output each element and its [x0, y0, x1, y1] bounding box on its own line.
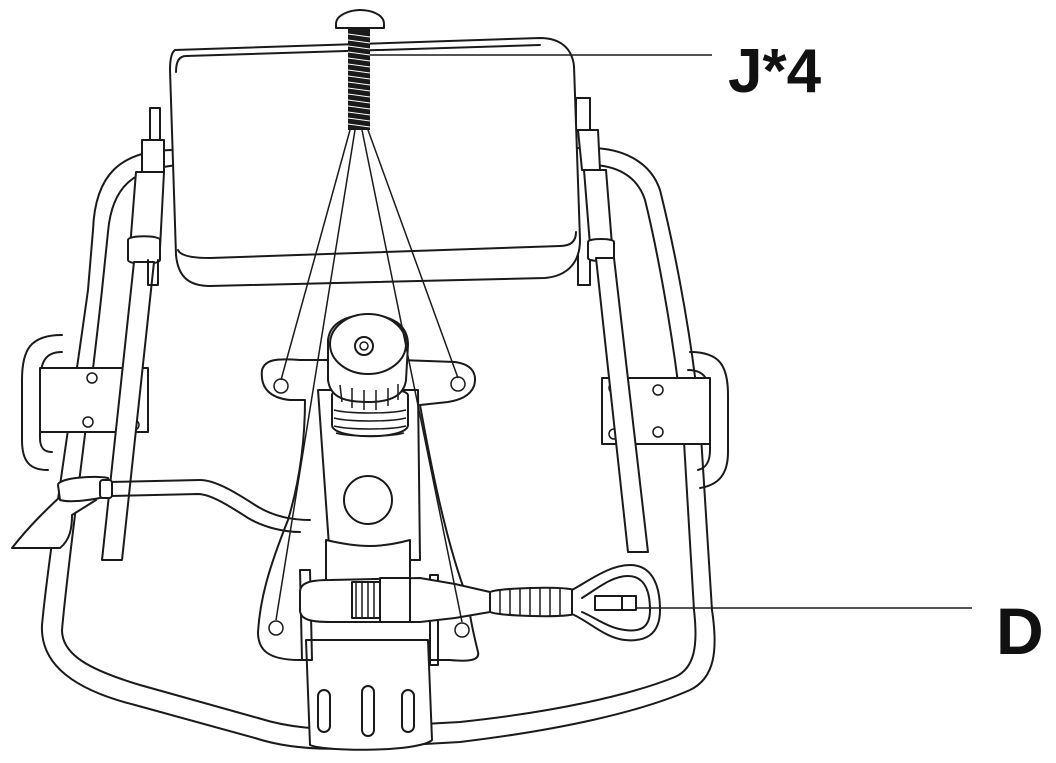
callout-label-d: D — [996, 594, 1044, 668]
height-adjust-lever — [11, 475, 311, 549]
right-tilt-rod — [575, 97, 649, 553]
backrest-cushion — [169, 37, 581, 287]
release-cable — [299, 564, 661, 642]
callout-label-j: J*4 — [728, 37, 822, 106]
gas-cylinder-mount — [317, 386, 421, 561]
bolt-guide-lines — [275, 129, 463, 623]
bolt-j — [335, 9, 385, 130]
left-tilt-rod — [101, 107, 165, 561]
tension-knob — [327, 313, 409, 410]
